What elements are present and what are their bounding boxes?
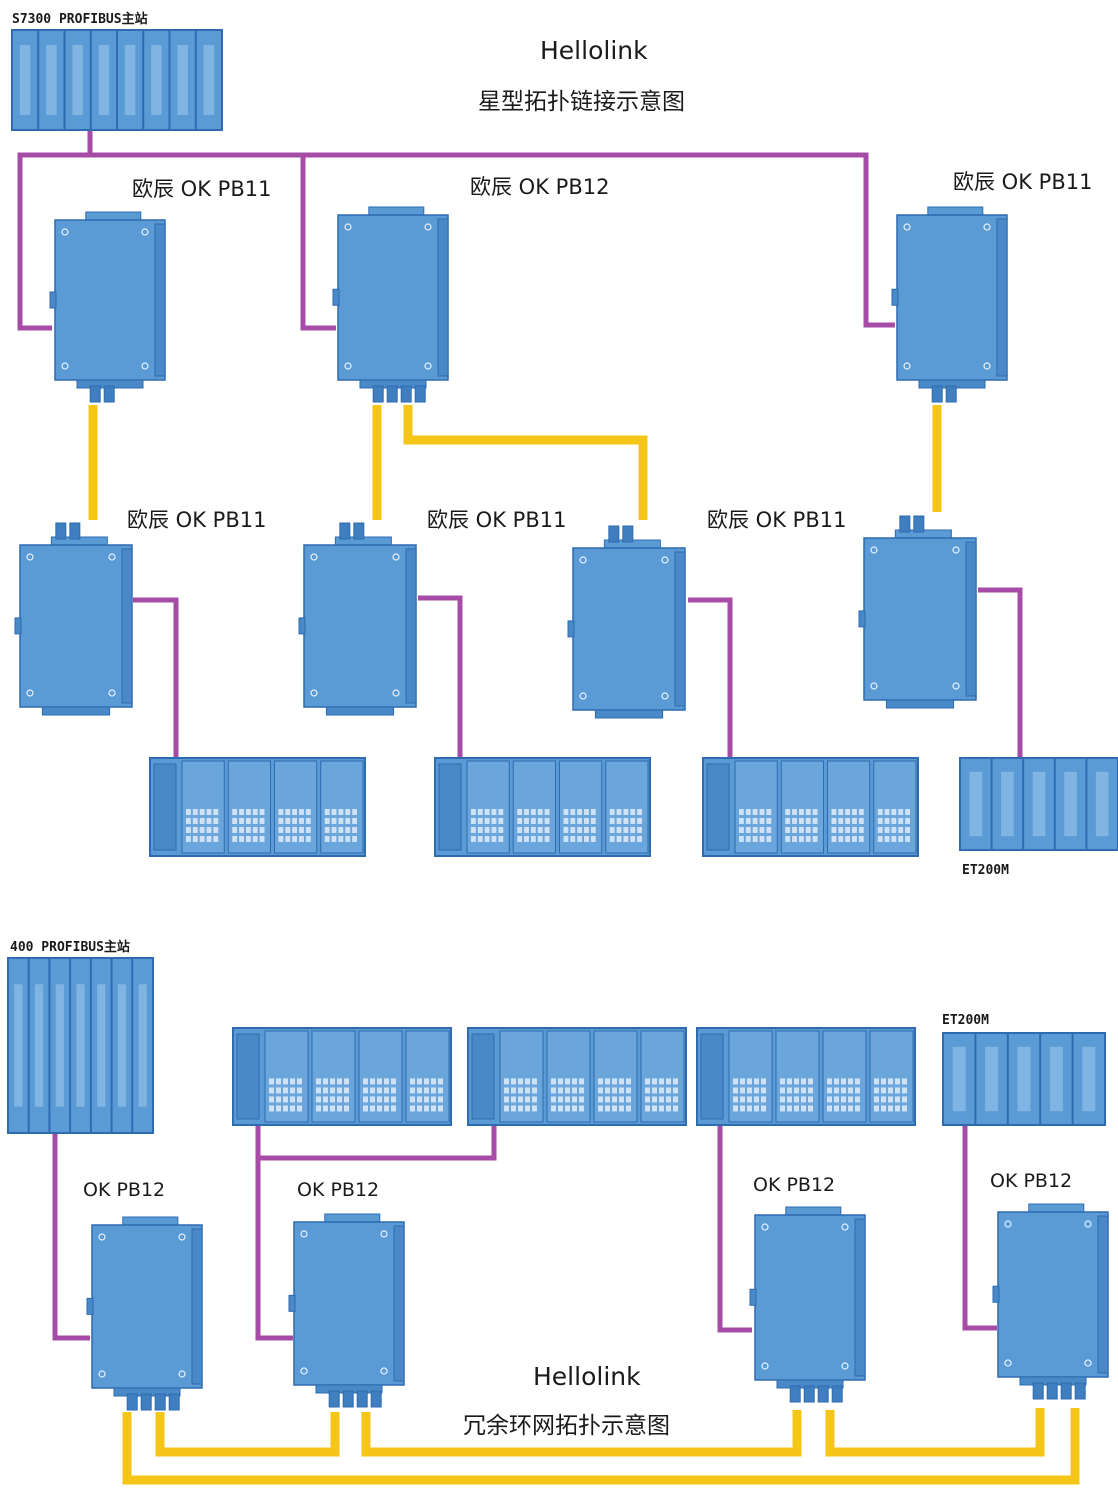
star-bottom-device-3-label: 欧辰 OK PB11 bbox=[707, 508, 847, 532]
star-bus-io-3 bbox=[688, 597, 733, 760]
fiber-converter-icon bbox=[992, 1203, 1109, 1400]
fiber-converter-icon bbox=[288, 1213, 405, 1408]
star-top-device-2-label: 欧辰 OK PB12 bbox=[470, 175, 610, 199]
et200m-rack-icon bbox=[959, 757, 1118, 851]
star-bottom-device-1-label: 欧辰 OK PB11 bbox=[127, 508, 267, 532]
et200m-rack-icon bbox=[942, 1032, 1106, 1126]
ring-title: Hellolink bbox=[533, 1362, 641, 1391]
io-module-rack-icon bbox=[467, 1027, 687, 1126]
ring-fiber-1 bbox=[155, 1412, 340, 1457]
io-module-rack-icon bbox=[434, 757, 651, 857]
ring-fiber-2 bbox=[361, 1410, 802, 1457]
ring-bus-cable-3 bbox=[717, 1125, 752, 1333]
ring-bus-cable-4 bbox=[962, 1125, 997, 1331]
fiber-converter-icon bbox=[14, 522, 133, 716]
fiber-converter-icon bbox=[49, 211, 166, 403]
ring-device-4-label: OK PB12 bbox=[990, 1170, 1073, 1192]
star-et200m-label: ET200M bbox=[962, 863, 1009, 878]
plc-rack-icon bbox=[11, 29, 223, 131]
star-fiber-2b bbox=[403, 405, 648, 520]
ring-fiber-3 bbox=[825, 1408, 1045, 1457]
fiber-converter-icon bbox=[567, 525, 686, 719]
ring-et200m-label: ET200M bbox=[942, 1013, 989, 1028]
fiber-converter-icon bbox=[749, 1206, 866, 1403]
s7400-master-label: 400 PROFIBUS主站 bbox=[10, 940, 130, 955]
fiber-converter-icon bbox=[858, 515, 977, 709]
ring-device-3-label: OK PB12 bbox=[753, 1174, 836, 1196]
io-module-rack-icon bbox=[696, 1027, 916, 1126]
star-top-device-3-label: 欧辰 OK PB11 bbox=[953, 170, 1093, 194]
ring-device-2-label: OK PB12 bbox=[297, 1179, 380, 1201]
star-top-device-1-label: 欧辰 OK PB11 bbox=[132, 177, 272, 201]
io-module-rack-icon bbox=[702, 757, 919, 857]
plc-rack-icon bbox=[7, 957, 154, 1134]
star-bus-io-1 bbox=[133, 597, 179, 760]
ring-bus-cable-2 bbox=[255, 1125, 293, 1341]
ring-bus-cable-1 bbox=[52, 1133, 90, 1341]
fiber-converter-icon bbox=[891, 206, 1008, 403]
star-bus-cable-1 bbox=[17, 130, 93, 331]
io-module-rack-icon bbox=[232, 1027, 452, 1126]
ring-bus-cable-2b bbox=[258, 1125, 497, 1161]
star-bus-cable-2 bbox=[300, 155, 336, 331]
star-bus-io-2 bbox=[418, 595, 463, 760]
s7300-master-label: S7300 PROFIBUS主站 bbox=[12, 12, 148, 27]
fiber-converter-icon bbox=[298, 522, 417, 716]
ring-subtitle: 冗余环网拓扑示意图 bbox=[463, 1413, 670, 1439]
star-subtitle: 星型拓扑链接示意图 bbox=[478, 89, 685, 115]
star-bottom-device-2-label: 欧辰 OK PB11 bbox=[427, 508, 567, 532]
star-bus-cable-3 bbox=[90, 152, 895, 328]
io-module-rack-icon bbox=[149, 757, 366, 857]
fiber-converter-icon bbox=[86, 1216, 203, 1411]
ring-device-1-label: OK PB12 bbox=[83, 1179, 166, 1201]
star-title: Hellolink bbox=[540, 36, 648, 65]
ring-fiber-outer bbox=[122, 1408, 1080, 1485]
star-bus-io-4 bbox=[978, 587, 1023, 760]
fiber-converter-icon bbox=[332, 206, 449, 403]
